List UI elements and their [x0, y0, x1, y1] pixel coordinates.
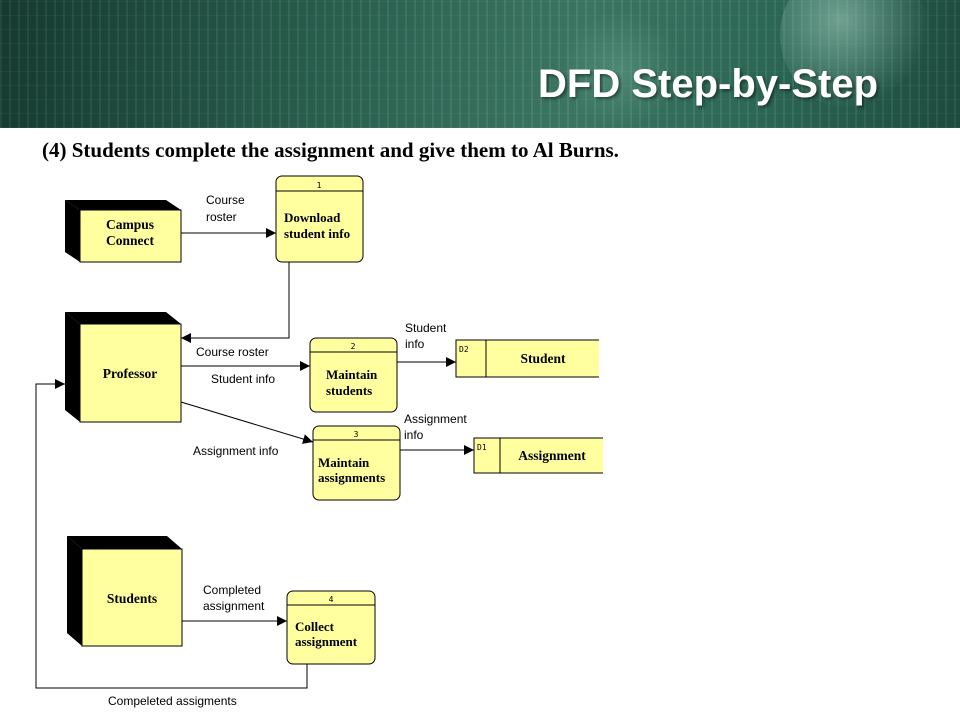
- process-2-maintain-students: 2 Maintain students: [309, 337, 398, 413]
- flow-label: roster: [206, 210, 237, 224]
- entity-students: Students: [67, 536, 183, 647]
- data-store-label: Student: [520, 351, 566, 366]
- entity-campus-connect: Campus Connect: [65, 200, 182, 263]
- process-label: Maintain: [318, 455, 370, 470]
- flow-label: Assignment info: [193, 444, 279, 458]
- process-id: 2: [351, 342, 356, 351]
- flow-label: info: [405, 337, 425, 351]
- process-id: 3: [354, 430, 359, 439]
- flow-professor-to-p3: Assignment info: [180, 401, 314, 458]
- process-id: 1: [317, 181, 322, 190]
- process-label: Collect: [295, 619, 335, 634]
- process-label: assignment: [295, 634, 358, 649]
- process-1-download-student-info: 1 Download student info: [275, 175, 364, 263]
- process-label: Download: [284, 210, 341, 225]
- flow-p4-to-professor: Compeleted assigments: [35, 379, 308, 708]
- flow-professor-to-p2: Student info: [181, 361, 310, 386]
- data-store-d2-student: D2 Student: [455, 339, 599, 378]
- data-store-d1-assignment: D1 Assignment: [473, 437, 603, 474]
- flow-label: Assignment: [404, 412, 467, 426]
- flow-label: Student: [405, 321, 447, 335]
- flow-p3-to-assignment-store: Assignment info: [400, 412, 474, 455]
- flow-label: Course roster: [196, 345, 269, 359]
- flow-label: info: [404, 428, 424, 442]
- flow-campus-to-p1: Course roster: [181, 193, 276, 238]
- flow-label: Course: [206, 193, 245, 207]
- flow-label: assignment: [203, 599, 265, 613]
- slide-title: DFD Step-by-Step: [538, 62, 878, 106]
- entity-label: Connect: [106, 233, 154, 248]
- flow-p1-to-professor: Course roster: [181, 262, 290, 359]
- process-4-collect-assignment: 4 Collect assignment: [286, 590, 376, 665]
- flow-label: Compeleted assigments: [108, 694, 237, 708]
- flow-label: Student info: [211, 372, 275, 386]
- entity-label: Students: [107, 591, 157, 606]
- entity-professor: Professor: [65, 312, 182, 423]
- data-store-id: D1: [477, 443, 487, 452]
- flow-students-to-p4: Completed assignment: [182, 583, 287, 626]
- process-label: Maintain: [326, 367, 378, 382]
- data-store-label: Assignment: [518, 448, 586, 463]
- slide-subtitle: (4) Students complete the assignment and…: [42, 138, 619, 162]
- flow-label: Completed: [203, 583, 261, 597]
- process-label: student info: [284, 226, 350, 241]
- process-label: assignments: [318, 470, 385, 485]
- entity-label: Professor: [103, 366, 157, 381]
- data-store-id: D2: [459, 345, 469, 354]
- process-id: 4: [329, 595, 334, 604]
- header-decoration: [560, 10, 680, 128]
- slide-header-banner: DFD Step-by-Step: [0, 0, 960, 128]
- entity-label: Campus: [106, 217, 154, 232]
- process-label: students: [326, 383, 372, 398]
- process-3-maintain-assignments: 3 Maintain assignments: [312, 425, 401, 501]
- flow-p2-to-student-store: Student info: [397, 321, 456, 367]
